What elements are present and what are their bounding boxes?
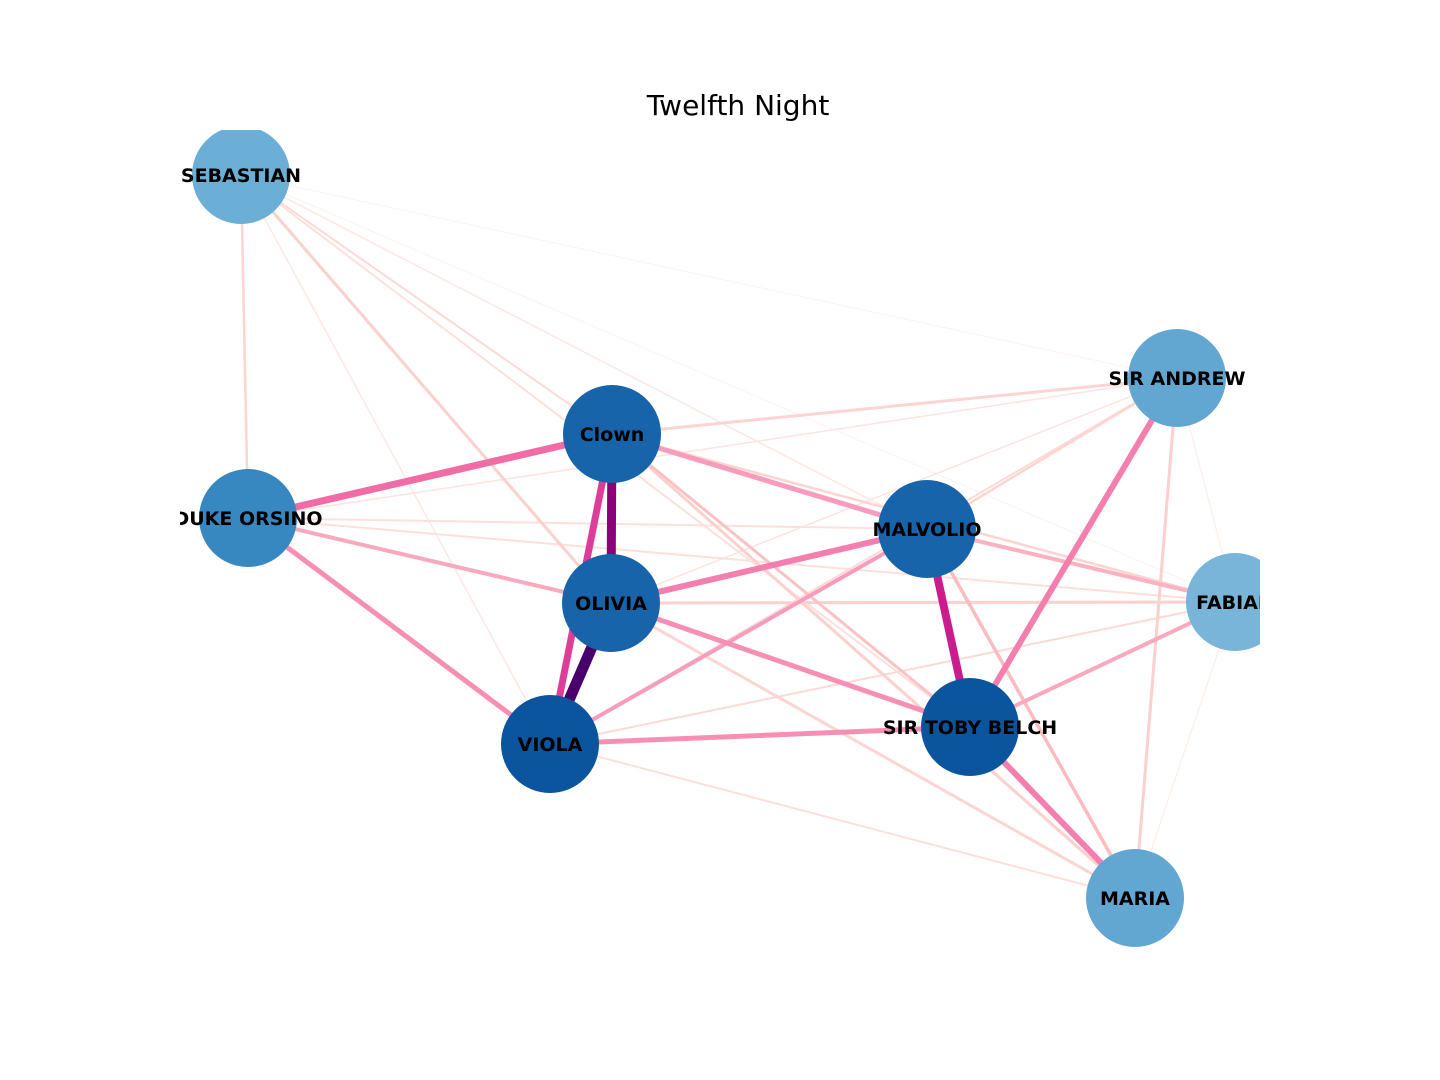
edge-orsino-malvolio bbox=[247, 517, 928, 530]
node-malvolio bbox=[878, 480, 976, 578]
edge-viola-maria bbox=[549, 743, 1136, 899]
edge-sebastian-orsino bbox=[239, 174, 250, 519]
edge-sebastian-malvolio bbox=[240, 174, 928, 530]
node-label-andrew: SIR ANDREW bbox=[1109, 368, 1246, 390]
node-label-toby: SIR TOBY BELCH bbox=[883, 717, 1057, 739]
node-label-clown: Clown bbox=[580, 424, 645, 446]
edge-clown-toby bbox=[611, 432, 971, 729]
node-toby bbox=[921, 678, 1019, 776]
edge-olivia-fabian bbox=[610, 600, 1236, 605]
edge-sebastian-viola bbox=[240, 174, 551, 745]
edge-sebastian-fabian bbox=[240, 174, 1236, 603]
edge-fabian-viola bbox=[549, 601, 1236, 745]
edge-orsino-olivia bbox=[247, 516, 612, 605]
node-label-viola: VIOLA bbox=[518, 734, 583, 756]
node-label-maria: MARIA bbox=[1100, 888, 1170, 910]
node-andrew bbox=[1128, 329, 1226, 427]
edge-clown-andrew bbox=[611, 376, 1178, 436]
edge-olivia-toby bbox=[610, 600, 971, 730]
edge-orsino-fabian bbox=[247, 517, 1236, 603]
node-viola bbox=[501, 695, 599, 793]
node-clown bbox=[563, 385, 661, 483]
edge-orsino-clown bbox=[247, 430, 613, 522]
edge-viola-toby bbox=[549, 724, 971, 747]
edge-malvolio-fabian bbox=[926, 527, 1236, 604]
node-orsino bbox=[199, 469, 297, 567]
edge-clown-maria bbox=[611, 432, 1136, 900]
node-sebastian bbox=[192, 130, 290, 224]
edge-malvolio-viola bbox=[549, 527, 928, 746]
chart-title: Twelfth Night bbox=[646, 89, 830, 122]
edge-malvolio-maria bbox=[925, 528, 1137, 899]
node-label-olivia: OLIVIA bbox=[575, 593, 647, 615]
edge-sebastian-olivia bbox=[239, 174, 613, 604]
edge-orsino-viola bbox=[246, 515, 552, 747]
edge-orsino-andrew bbox=[247, 377, 1178, 519]
node-layer bbox=[192, 130, 1260, 947]
edge-andrew-toby bbox=[967, 376, 1180, 729]
node-label-sebastian: SEBASTIAN bbox=[181, 165, 301, 187]
node-label-fabian: FABIAN bbox=[1196, 592, 1274, 614]
edge-olivia-malvolio bbox=[610, 526, 928, 606]
node-label-malvolio: MALVOLIO bbox=[873, 519, 982, 541]
edge-olivia-maria bbox=[610, 601, 1136, 900]
edge-sebastian-andrew bbox=[240, 174, 1178, 379]
node-label-orsino: DUKE ORSINO bbox=[173, 508, 322, 530]
node-fabian bbox=[1186, 553, 1260, 651]
edge-andrew-olivia bbox=[610, 377, 1178, 604]
edge-sebastian-clown bbox=[240, 174, 613, 435]
edge-layer bbox=[239, 174, 1236, 901]
edge-clown-malvolio bbox=[611, 431, 928, 532]
node-maria bbox=[1086, 849, 1184, 947]
node-olivia bbox=[562, 554, 660, 652]
edge-fabian-maria bbox=[1134, 601, 1236, 899]
